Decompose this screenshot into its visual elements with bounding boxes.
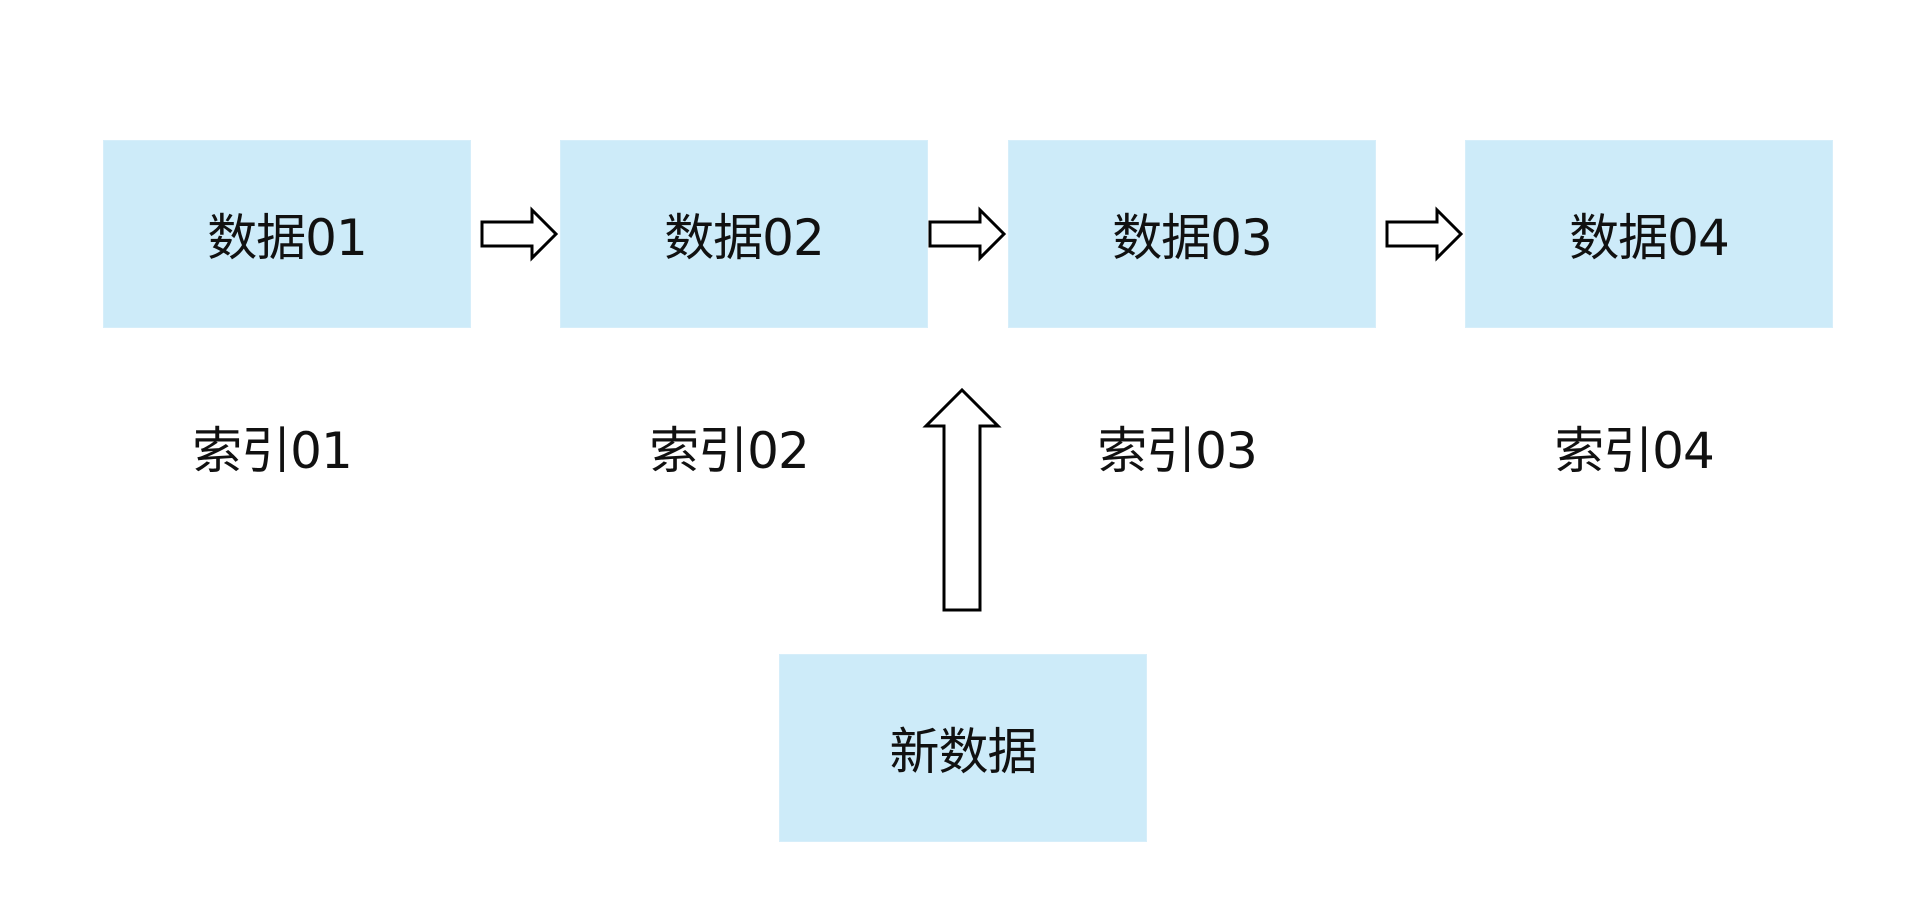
index-label-02: 索引02 bbox=[649, 422, 810, 480]
index-label-04: 索引04 bbox=[1554, 422, 1715, 480]
up-arrow-icon bbox=[922, 387, 1002, 612]
right-arrow-icon bbox=[1385, 206, 1464, 262]
data-node-label: 数据04 bbox=[1569, 209, 1730, 267]
new-data-node: 新数据 bbox=[779, 654, 1147, 842]
data-node-label: 数据01 bbox=[207, 209, 368, 267]
data-node-03: 数据03 bbox=[1008, 140, 1376, 328]
new-data-label: 新数据 bbox=[889, 723, 1038, 781]
right-arrow-icon bbox=[928, 206, 1007, 262]
data-node-04: 数据04 bbox=[1465, 140, 1833, 328]
data-node-label: 数据03 bbox=[1112, 209, 1273, 267]
data-node-01: 数据01 bbox=[103, 140, 471, 328]
data-node-02: 数据02 bbox=[560, 140, 928, 328]
right-arrow-icon bbox=[480, 206, 559, 262]
data-node-label: 数据02 bbox=[664, 209, 825, 267]
index-label-01: 索引01 bbox=[192, 422, 353, 480]
index-label-03: 索引03 bbox=[1097, 422, 1258, 480]
